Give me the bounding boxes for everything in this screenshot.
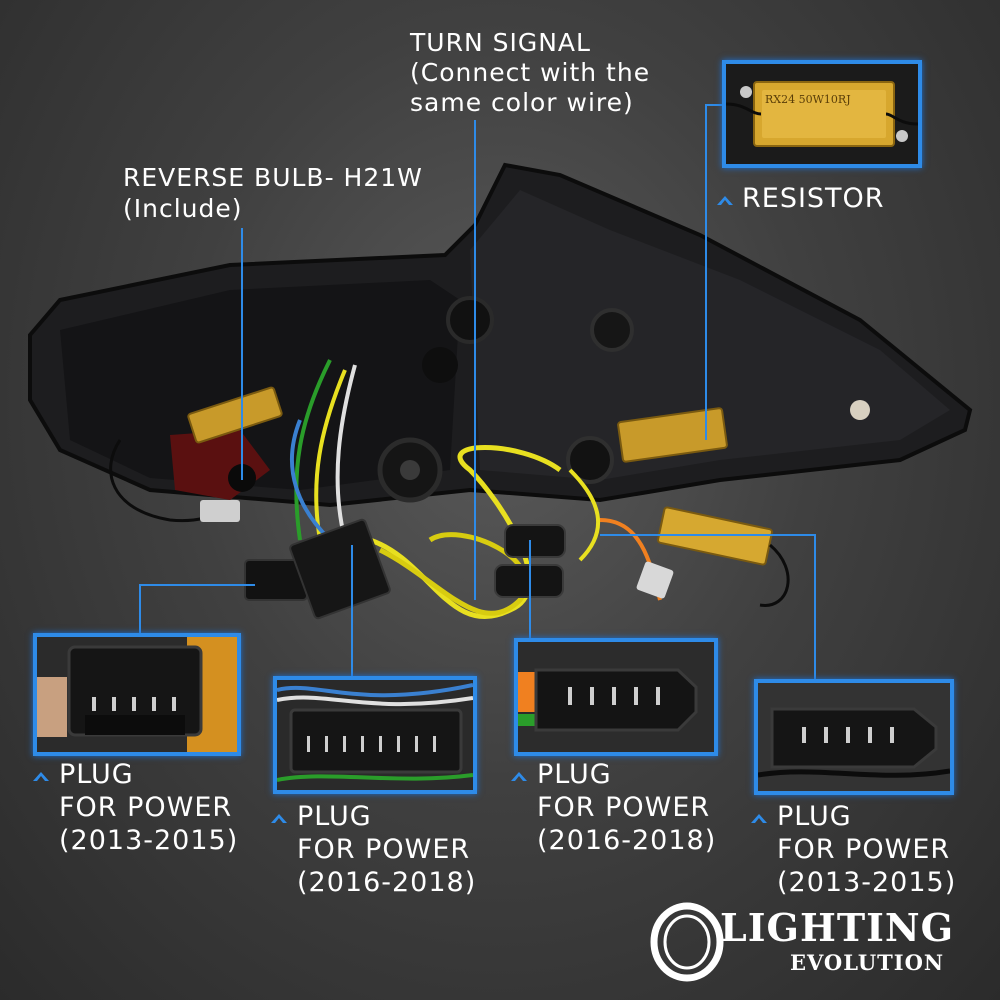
chevron-up-icon: [33, 772, 49, 781]
plug-d-purpose: FOR POWER: [777, 834, 951, 865]
chevron-up-icon: [751, 814, 767, 823]
plug-photo: [754, 679, 954, 795]
plug-d-years: (2013-2015): [777, 867, 957, 898]
turn-signal-note-1: (Connect with the: [410, 58, 651, 87]
plug-photo: [514, 638, 718, 756]
plug-c-purpose: FOR POWER: [537, 792, 711, 823]
logo-ring-icon: [650, 902, 724, 982]
plug-a-purpose: FOR POWER: [59, 792, 233, 823]
plug-c-years: (2016-2018): [537, 825, 717, 856]
plug-b-title: PLUG: [297, 801, 372, 832]
resistor-photo: [722, 60, 922, 168]
plug-a-title: PLUG: [59, 759, 134, 790]
plug-photo: [33, 633, 241, 756]
turn-signal-title: TURN SIGNAL: [410, 28, 591, 57]
reverse-bulb-note: (Include): [123, 194, 243, 223]
logo-lighting: LIGHTING: [720, 905, 955, 950]
logo-evolution: EVOLUTION: [790, 950, 945, 975]
plug-c-title: PLUG: [537, 759, 612, 790]
resistor-print: RX24 50W10RJ: [765, 93, 851, 106]
turn-signal-note-2: same color wire): [410, 88, 634, 117]
reverse-bulb-title: REVERSE BULB- H21W: [123, 163, 423, 192]
plug-a-years: (2013-2015): [59, 825, 239, 856]
resistor-label: RESISTOR: [742, 183, 885, 214]
chevron-up-icon: [271, 814, 287, 823]
chevron-up-icon: [511, 772, 527, 781]
plug-b-purpose: FOR POWER: [297, 834, 471, 865]
chevron-up-icon: [717, 196, 733, 205]
plug-photo: [273, 676, 477, 794]
plug-b-years: (2016-2018): [297, 867, 477, 898]
plug-d-title: PLUG: [777, 801, 852, 832]
